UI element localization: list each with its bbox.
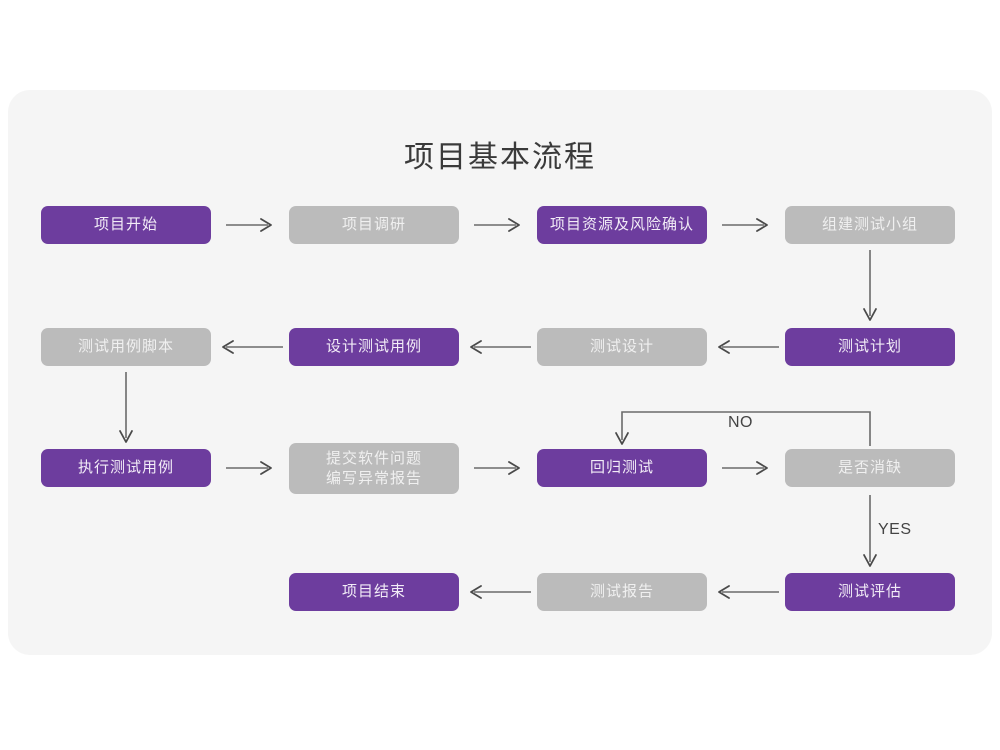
node-test-plan[interactable]: 测试计划: [785, 328, 955, 366]
edge-label-yes: YES: [878, 521, 912, 538]
node-defect-resolved-check[interactable]: 是否消缺: [785, 449, 955, 487]
node-submit-issue-report[interactable]: 提交软件问题 编写异常报告: [289, 443, 459, 494]
page-title: 项目基本流程: [404, 141, 596, 174]
edge-label-no: NO: [728, 414, 753, 431]
node-resource-risk-confirm[interactable]: 项目资源及风险确认: [537, 206, 707, 244]
node-test-case-script[interactable]: 测试用例脚本: [41, 328, 211, 366]
node-test-report[interactable]: 测试报告: [537, 573, 707, 611]
diagram-canvas: [8, 90, 992, 655]
node-project-research[interactable]: 项目调研: [289, 206, 459, 244]
node-design-test-cases[interactable]: 设计测试用例: [289, 328, 459, 366]
node-test-evaluation[interactable]: 测试评估: [785, 573, 955, 611]
node-regression-test[interactable]: 回归测试: [537, 449, 707, 487]
node-execute-test-cases[interactable]: 执行测试用例: [41, 449, 211, 487]
node-test-design[interactable]: 测试设计: [537, 328, 707, 366]
node-project-start[interactable]: 项目开始: [41, 206, 211, 244]
node-project-end[interactable]: 项目结束: [289, 573, 459, 611]
node-form-test-team[interactable]: 组建测试小组: [785, 206, 955, 244]
